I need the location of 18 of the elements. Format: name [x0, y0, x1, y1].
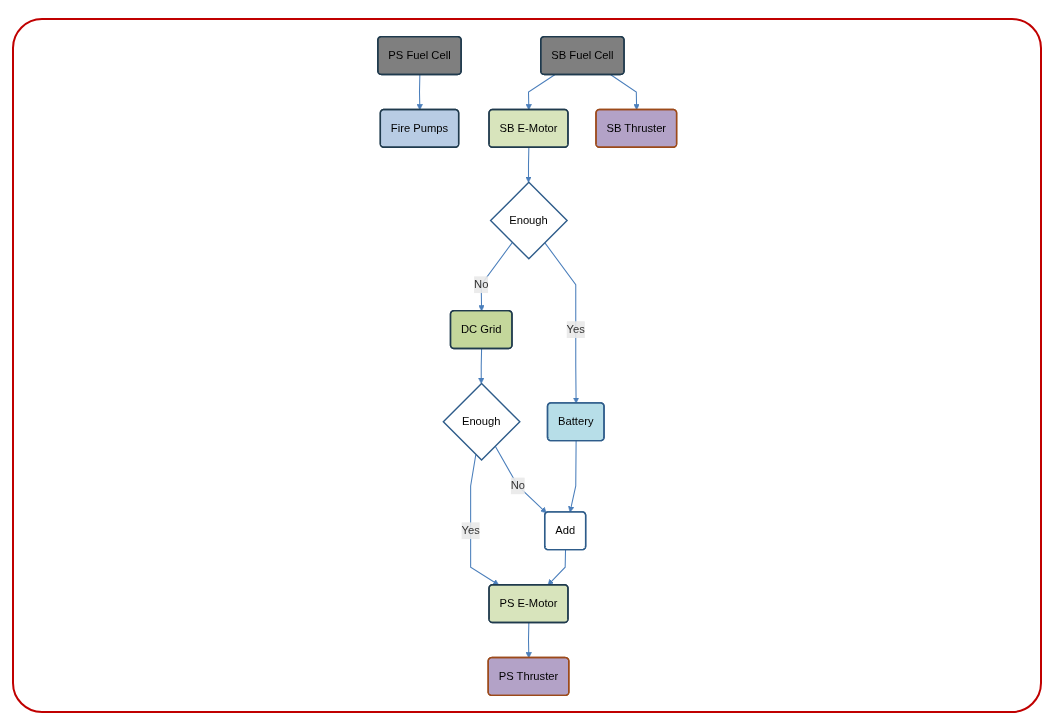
- node-diamond: Enough: [442, 382, 521, 461]
- edge-label: No: [510, 479, 525, 492]
- node-diamond: Enough: [489, 180, 568, 260]
- arrow: [478, 241, 513, 311]
- arrow: [477, 347, 485, 384]
- edge-label: No: [473, 277, 489, 290]
- arrow: [525, 146, 532, 183]
- arrow: [525, 73, 556, 110]
- arrow: [609, 73, 640, 110]
- arrow: [469, 453, 499, 585]
- arrow: [567, 440, 577, 512]
- arrow: [525, 621, 532, 658]
- arrow: [547, 549, 566, 585]
- arrow: [494, 445, 547, 513]
- arrow: [416, 73, 423, 110]
- edge-label: Yes: [566, 322, 585, 335]
- edge-label: Yes: [461, 523, 480, 536]
- arrow: [543, 241, 579, 403]
